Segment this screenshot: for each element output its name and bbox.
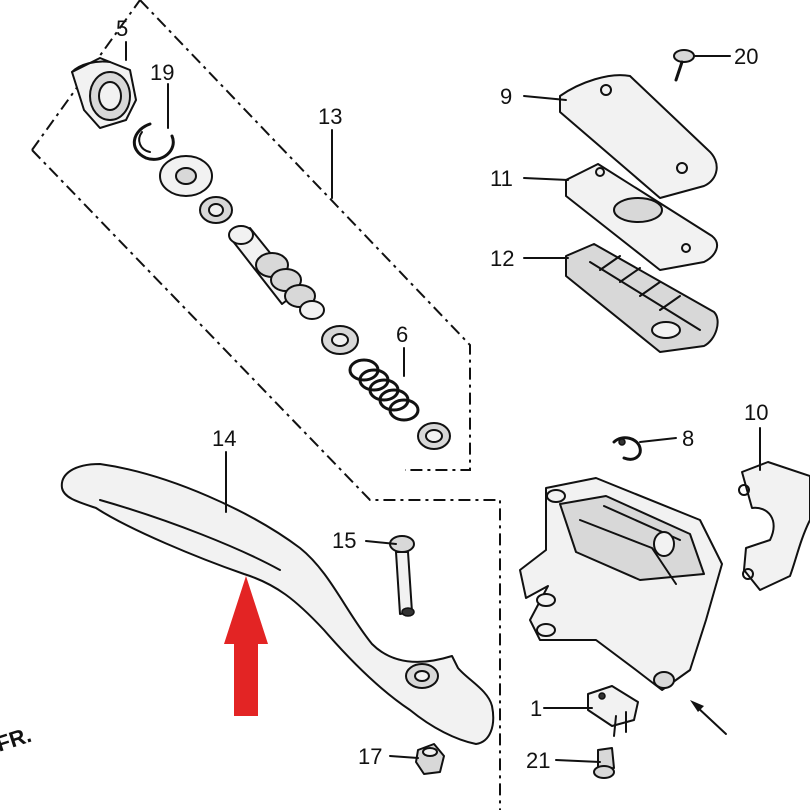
part-8-clip — [612, 436, 642, 461]
part-14-brake-lever — [60, 463, 495, 745]
leader-lines — [125, 41, 761, 763]
part-10-holder — [738, 461, 810, 591]
callout-15: 15 — [332, 528, 356, 553]
callout-9: 9 — [500, 84, 512, 109]
part-11-plate — [565, 163, 719, 271]
callout-12: 12 — [490, 246, 514, 271]
part-19-circlip — [133, 122, 175, 161]
part-15-pivot-bolt — [389, 535, 415, 617]
part-20-screw — [673, 49, 695, 82]
callout-19: 19 — [150, 60, 174, 85]
part-1-switch — [587, 685, 639, 737]
master-cylinder-body — [519, 477, 723, 691]
part-12-diaphragm — [565, 243, 719, 353]
direction-arrow — [690, 700, 727, 735]
callout-5: 5 — [116, 16, 128, 41]
part-6-spring — [321, 325, 451, 450]
callout-8: 8 — [682, 426, 694, 451]
piston-assembly — [199, 196, 325, 320]
callout-21: 21 — [526, 748, 550, 773]
callout-14: 14 — [212, 426, 236, 451]
callout-13: 13 — [318, 104, 342, 129]
callout-1: 1 — [530, 696, 542, 721]
callout-20: 20 — [734, 44, 758, 69]
callout-6: 6 — [396, 322, 408, 347]
edge-text: FR. — [0, 722, 34, 757]
part-9-cap — [559, 74, 718, 199]
part-5-boot — [71, 57, 137, 129]
highlight-arrow — [224, 576, 268, 716]
washer — [159, 155, 213, 197]
callouts: 5 19 13 6 20 9 11 12 10 8 14 15 1 21 17 — [116, 16, 768, 773]
part-17-nut — [415, 743, 445, 775]
callout-17: 17 — [358, 744, 382, 769]
callout-10: 10 — [744, 400, 768, 425]
callout-11: 11 — [490, 166, 513, 191]
part-21-screw — [593, 747, 615, 779]
